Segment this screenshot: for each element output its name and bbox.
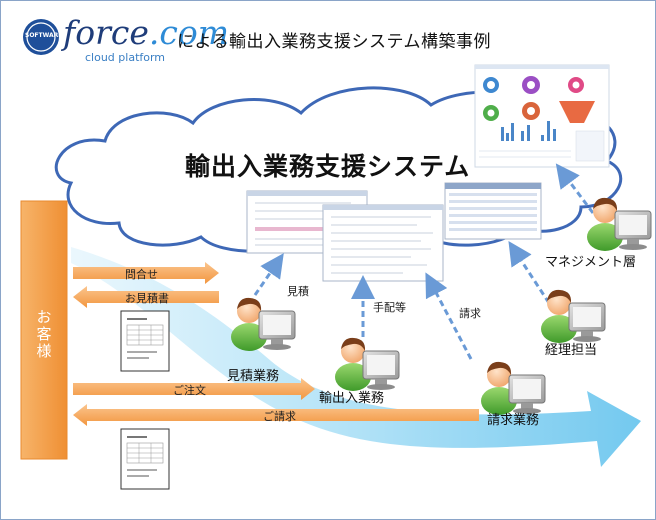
accounting-role-label: 経理担当 xyxy=(545,343,598,358)
logo-main: force xyxy=(63,13,149,52)
order-arrow xyxy=(73,378,315,400)
invoice-label: ご請求 xyxy=(263,410,296,423)
logo-suffix: .com xyxy=(148,13,230,52)
quote-arrow xyxy=(73,286,219,308)
estimate-staff-icon xyxy=(230,297,296,352)
invoice-arrow xyxy=(73,404,479,426)
customer-box xyxy=(20,200,68,460)
logo-badge-text: SOFTWARE xyxy=(25,32,63,39)
arrange-link-label: 手配等 xyxy=(373,301,406,314)
software-badge-icon xyxy=(23,19,59,55)
customer-label: お客様 xyxy=(34,308,53,360)
accounting-link-arrow xyxy=(508,240,551,304)
logo-subtitle: cloud platform xyxy=(85,51,166,64)
billing-link-label: 請求 xyxy=(459,307,481,320)
estimate-link-arrow xyxy=(253,253,284,296)
inquiry-arrow xyxy=(73,262,219,284)
quote-label: お見積書 xyxy=(125,292,169,305)
billing-staff-icon xyxy=(480,361,546,416)
estimate-link-label: 見積 xyxy=(287,285,309,298)
management-role-label: マネジメント層 xyxy=(545,255,637,270)
management-link-arrow xyxy=(555,163,595,214)
trade-form-screenshot xyxy=(322,204,444,282)
estimate-role-label: 見積業務 xyxy=(227,369,280,384)
dashboard-screenshot xyxy=(474,64,610,168)
order-label: ご注文 xyxy=(173,384,206,397)
logo-wordmark: force.com xyxy=(63,13,229,52)
accounting-staff-icon xyxy=(540,289,606,344)
page-title: による輸出入業務支援システム構築事例 xyxy=(177,32,491,52)
trade-role-label: 輸出入業務 xyxy=(319,391,385,406)
billing-role-label: 請求業務 xyxy=(487,413,540,428)
management-staff-icon xyxy=(586,197,652,252)
cloud-system-title: 輸出入業務支援システム xyxy=(185,152,471,181)
quote-document-icon xyxy=(120,310,170,372)
invoice-document-icon xyxy=(120,428,170,490)
billing-link-arrow xyxy=(425,272,473,360)
inquiry-label: 問合せ xyxy=(125,268,158,281)
trade-staff-icon xyxy=(334,337,400,392)
billing-list-screenshot xyxy=(444,182,542,240)
